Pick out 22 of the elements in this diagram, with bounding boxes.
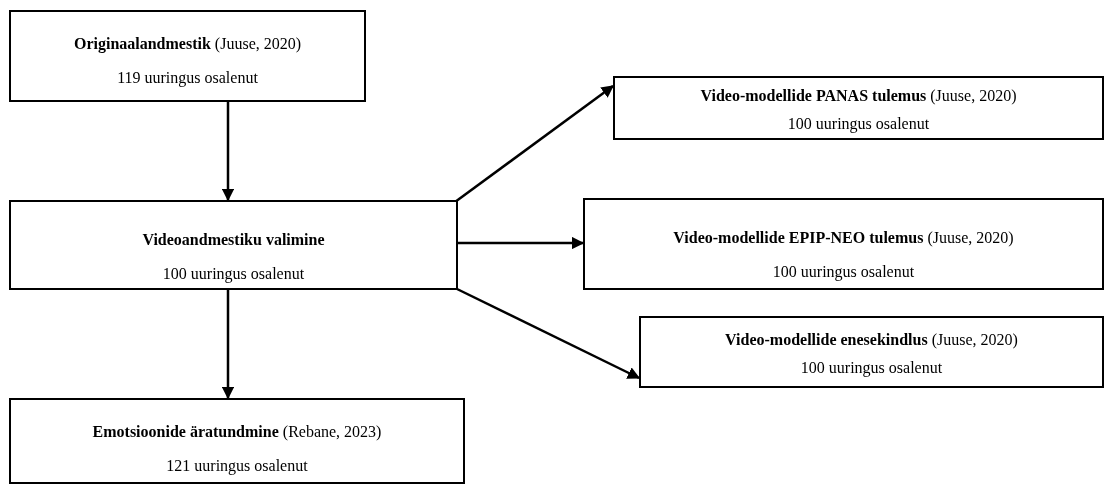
box-heading: Videoandmestiku valimine [142,230,325,250]
arrow [221,102,235,202]
participant-count: 121 uuringus osalenut [166,456,308,476]
participant-count: 100 uuringus osalenut [800,358,943,378]
process-box [9,398,465,484]
participant-count: 100 uuringus osalenut [772,262,915,282]
box-heading: Originaalandmestik (Juuse, 2020) [73,34,302,54]
arrow [221,290,235,400]
box-heading: Emotsioonide äratundmine (Rebane, 2023) [92,422,382,442]
participant-count: 119 uuringus osalenut [117,68,258,88]
participant-count: 100 uuringus osalenut [787,114,930,134]
box-heading: Video-modellide enesekindlus (Juuse, 2020) [725,330,1018,350]
arrow [458,236,585,250]
box-heading: Video-modellide PANAS tulemus (Juuse, 2020) [700,86,1017,106]
participant-count: 100 uuringus osalenut [162,264,305,284]
process-box [613,76,1104,140]
process-box [639,316,1104,388]
process-box [9,200,458,290]
box-heading: Video-modellide EPIP-NEO tulemus (Juuse, 2020) [673,228,1014,248]
arrow [454,85,614,203]
process-box [9,10,366,102]
process-box [583,198,1104,290]
